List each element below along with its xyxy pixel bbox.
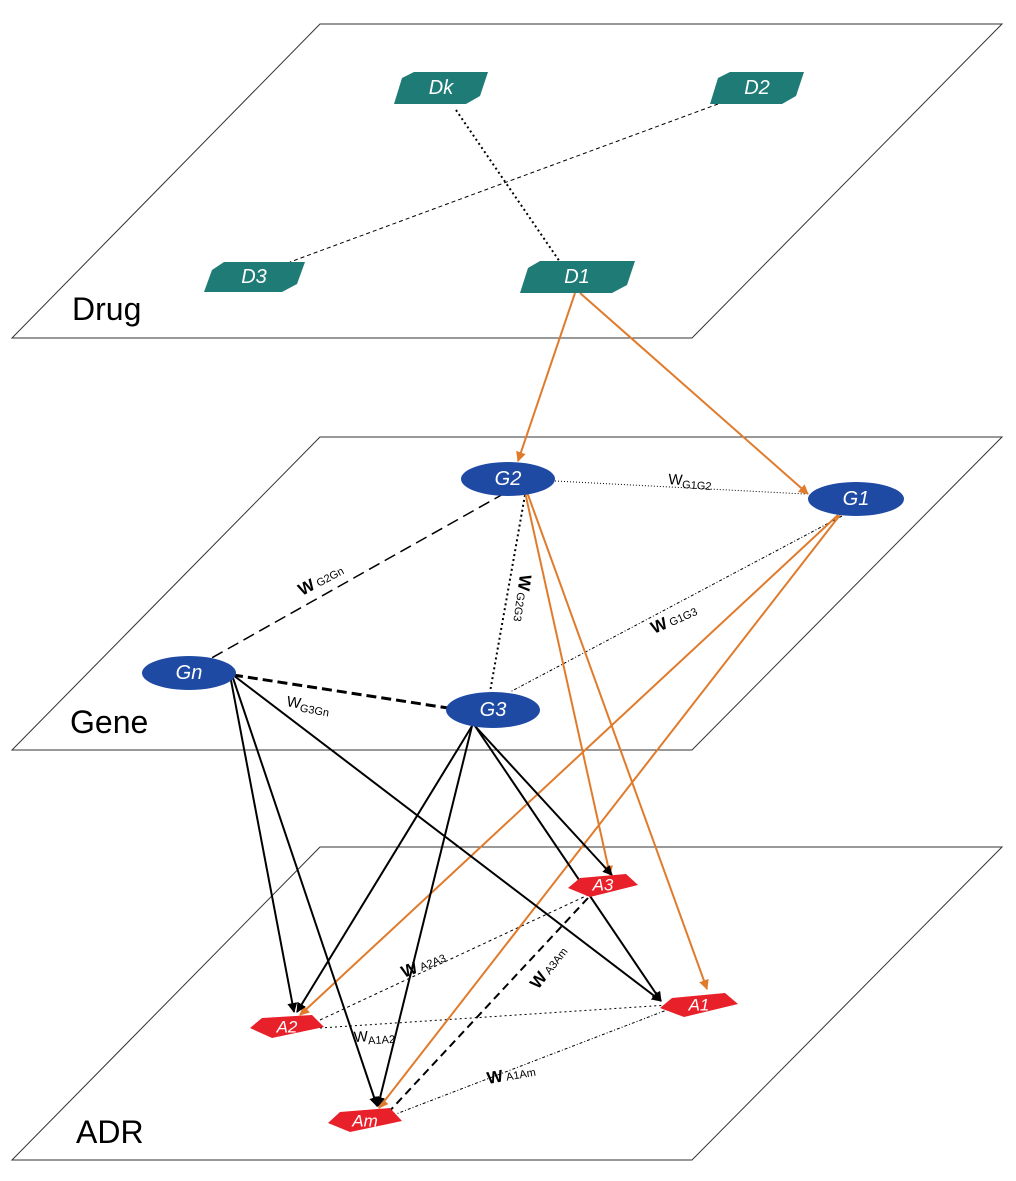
drug-node-dk[interactable]: Dk (394, 72, 488, 104)
svg-text:G2: G2 (495, 468, 522, 490)
drug-node-d3[interactable]: D3 (204, 262, 305, 292)
svg-text:A2: A2 (276, 1018, 298, 1037)
edge-dk-d1 (455, 109, 561, 263)
edge-g1-g3 (509, 515, 843, 693)
edge-g3-am (375, 725, 473, 1107)
weight-g2g3: WG2G3 (509, 573, 534, 623)
svg-text:D2: D2 (744, 77, 770, 99)
adr-node-a1[interactable]: A1 (660, 993, 738, 1017)
drug-plane (10, 23, 1004, 339)
gene-node-g1[interactable]: G1 (808, 482, 904, 516)
drug-layer-label: Drug (72, 291, 141, 327)
svg-text:Am: Am (351, 1112, 378, 1131)
drug-node-d2[interactable]: D2 (710, 72, 804, 104)
svg-text:A3: A3 (592, 876, 614, 895)
edge-gn-am (231, 674, 379, 1107)
edge-g2-gn (207, 492, 506, 661)
adr-layer-label: ADR (76, 1114, 144, 1150)
edge-g1-a2 (299, 514, 839, 1016)
weight-g3gn: WG3Gn (285, 693, 331, 719)
svg-text:A1: A1 (688, 996, 710, 1015)
gene-layer-label: Gene (70, 704, 148, 740)
adr-node-a3[interactable]: A3 (568, 874, 638, 897)
edge-a2-a1 (319, 1004, 669, 1029)
edge-a3-am (384, 897, 589, 1117)
adr-node-a2[interactable]: A2 (250, 1015, 324, 1038)
edge-a2-a3 (319, 894, 589, 1021)
weight-a1a2: WA1A2 (353, 1027, 395, 1048)
gene-node-g3[interactable]: G3 (446, 692, 540, 728)
edge-g3-a1 (474, 725, 662, 1002)
svg-text:D3: D3 (241, 266, 267, 288)
svg-text:G3: G3 (480, 699, 507, 721)
weight-a1am: WA1Am (485, 1061, 537, 1088)
adr-node-am[interactable]: Am (328, 1108, 402, 1132)
edge-g2-a1 (526, 491, 709, 990)
gene-node-gn[interactable]: Gn (142, 656, 236, 690)
svg-text:Gn: Gn (176, 662, 203, 684)
edge-g3-a3 (474, 725, 613, 876)
edge-d1-g2 (516, 292, 576, 462)
drug-node-d1[interactable]: D1 (520, 261, 635, 293)
adr-plane (10, 846, 1004, 1161)
svg-text:D1: D1 (564, 266, 590, 288)
svg-text:G1: G1 (843, 488, 870, 510)
edge-g2-a3 (524, 491, 613, 876)
edge-a1-am (395, 1007, 673, 1115)
edge-g1-am (378, 514, 841, 1109)
edge-gn-a2 (229, 674, 298, 1013)
svg-text:Dk: Dk (429, 77, 454, 99)
edge-gn-a1 (232, 674, 662, 1002)
edge-g3-a2 (296, 725, 473, 1013)
edge-d1-g1 (579, 292, 809, 495)
edge-g2-g3 (489, 494, 526, 693)
edge-gn-g3 (232, 673, 449, 710)
gene-node-g2[interactable]: G2 (461, 462, 555, 496)
edge-d2-d3 (289, 103, 719, 263)
weight-g1g2: WG1G2 (668, 471, 713, 493)
